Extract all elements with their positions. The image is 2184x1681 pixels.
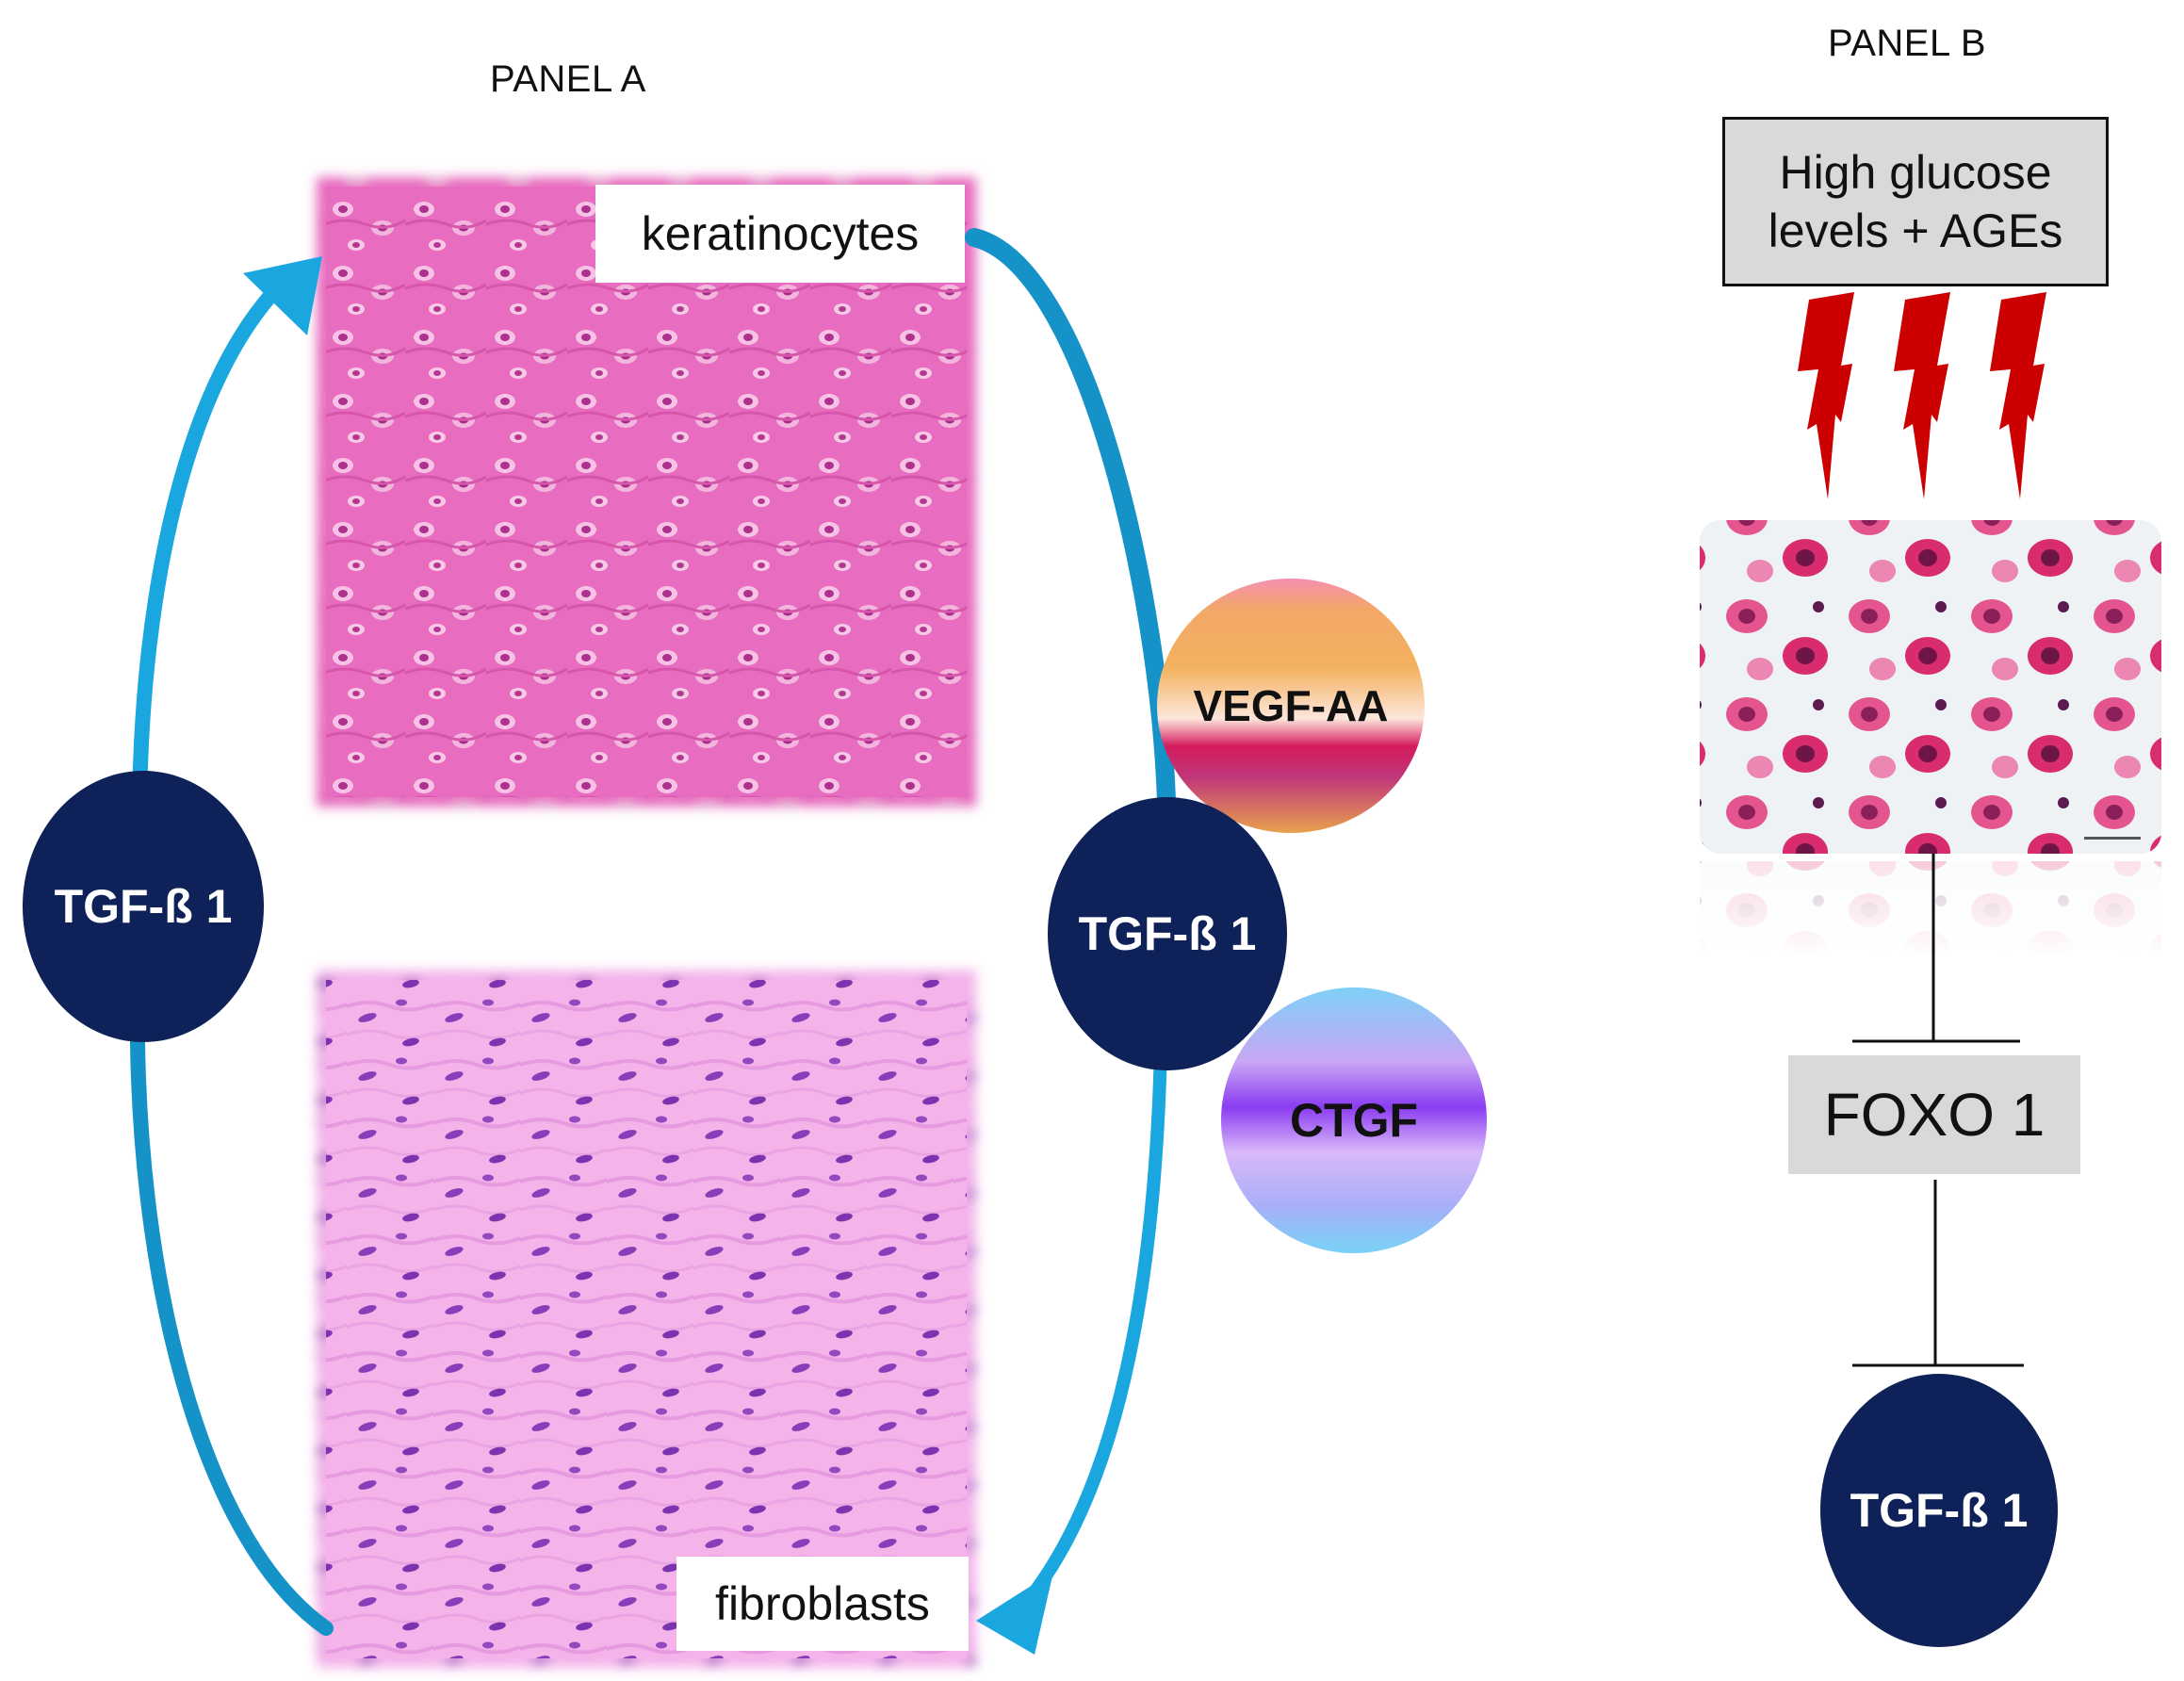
tgf-left-label: TGF-ß 1 xyxy=(54,880,233,933)
inhibition-line-to-foxo xyxy=(1852,854,2020,1043)
tgf-center-ellipse xyxy=(1048,797,1287,1070)
keratinocytes-label: keratinocytes xyxy=(595,185,965,283)
tgf-left-ellipse xyxy=(23,771,264,1042)
ctgf-label: CTGF xyxy=(1289,1094,1419,1147)
fibroblasts-tissue-image xyxy=(317,971,976,1668)
arrow-left-up xyxy=(132,275,290,818)
vegf-label: VEGF-AA xyxy=(1193,681,1389,730)
high-glucose-box: High glucose levels + AGEs xyxy=(1722,117,2109,286)
panel-b-title: PANEL B xyxy=(1828,23,1987,64)
fibroblasts-label: fibroblasts xyxy=(676,1557,969,1651)
ctgf-sphere xyxy=(1221,987,1487,1253)
arrow-bottom-left xyxy=(130,1035,334,1636)
high-glucose-line2: levels + AGEs xyxy=(1768,204,2063,257)
inhibition-line-to-tgf xyxy=(1852,1180,2024,1367)
tgf-center-label: TGF-ß 1 xyxy=(1078,907,1257,960)
lightning-bolt-icon xyxy=(1798,292,2046,499)
arrowhead-bottom-right xyxy=(976,1572,1053,1655)
arrow-bottom-right xyxy=(1020,1039,1167,1608)
tgf-panel-b-ellipse xyxy=(1820,1374,2058,1647)
foxo1-box: FOXO 1 xyxy=(1788,1055,2080,1174)
tgf-panel-b-label: TGF-ß 1 xyxy=(1850,1484,2029,1537)
arrow-right-down xyxy=(965,228,1176,810)
cell-smear-image xyxy=(1700,520,2161,854)
high-glucose-line1: High glucose xyxy=(1779,145,2052,199)
vegf-sphere xyxy=(1157,579,1425,833)
panel-a-title: PANEL A xyxy=(490,58,646,100)
arrowhead-left-up xyxy=(243,256,322,335)
cell-smear-reflection xyxy=(1700,861,2161,955)
